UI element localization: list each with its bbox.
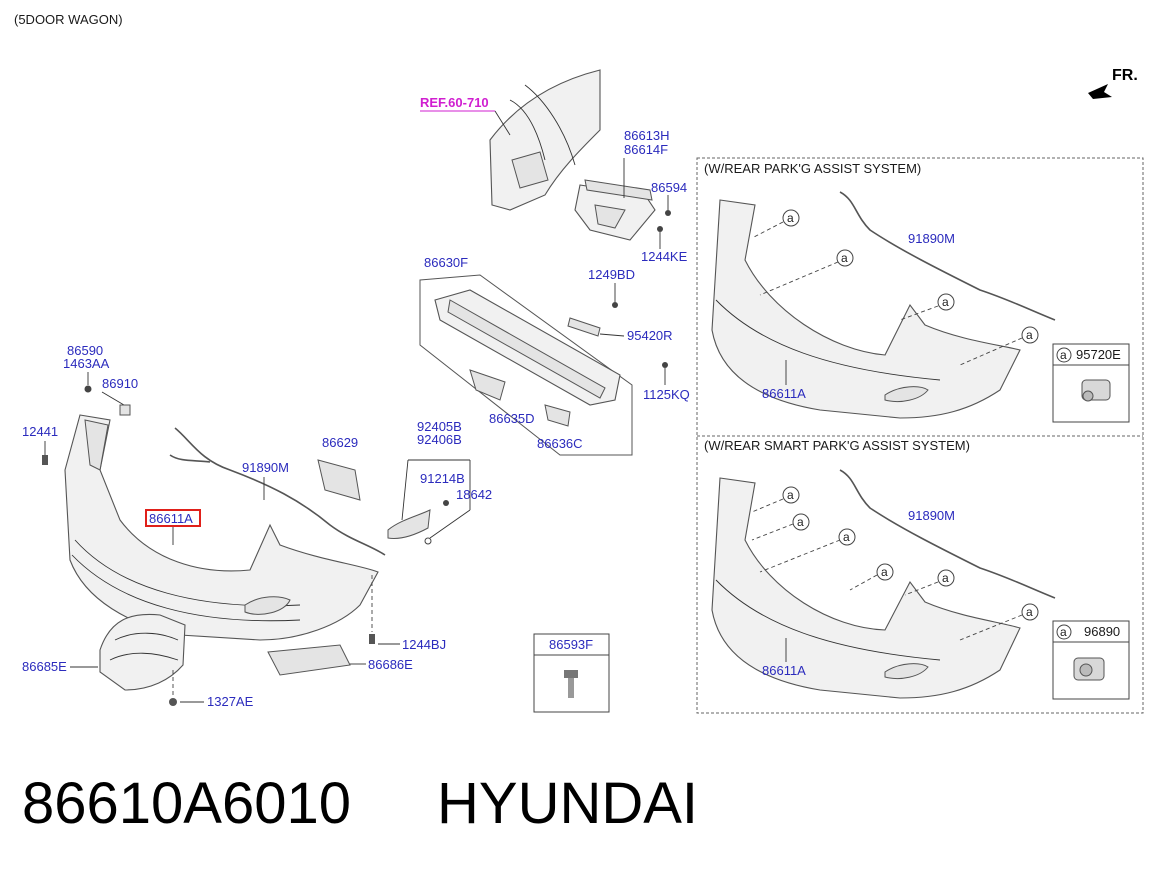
bumper-side-bracket	[574, 179, 656, 241]
label-1244BJ: 1244BJ	[402, 637, 446, 652]
label-92406B: 92406B	[417, 432, 462, 447]
parking-sensor-icon	[1081, 379, 1111, 402]
label-86611A-highlight: 86611A	[149, 511, 193, 526]
harness-wire	[174, 427, 386, 556]
label-1327AE: 1327AE	[207, 694, 254, 709]
panel-bottom-bumper	[711, 477, 1021, 699]
label-1125KQ: 1125KQ	[643, 387, 690, 402]
body-panel-reference	[489, 69, 601, 211]
label-86590: 86590	[67, 343, 103, 358]
front-direction-label: FR.	[1112, 67, 1138, 84]
label-1244KE: 1244KE	[641, 249, 688, 264]
label-86636C: 86636C	[537, 436, 583, 451]
panel-bottom-bumper-label: 86611A	[762, 663, 806, 678]
panel-top-callout-1: a	[787, 211, 794, 225]
label-86685E: 86685E	[22, 659, 67, 674]
panel-top-title: (W/REAR PARK'G ASSIST SYSTEM)	[704, 161, 921, 176]
panel-bottom-callout-5: a	[942, 571, 949, 585]
panel-top-callout-4: a	[1026, 328, 1033, 342]
label-86686E: 86686E	[368, 657, 413, 672]
label-91214B: 91214B	[420, 471, 465, 486]
footer-part-number: 86610A6010	[22, 771, 351, 836]
label-1463AA: 1463AA	[63, 356, 110, 371]
smart-parking-sensor-icon	[1073, 657, 1105, 681]
label-18642: 18642	[456, 487, 492, 502]
variant-frame	[696, 157, 1144, 714]
panel-top-callout-3: a	[942, 295, 949, 309]
ref-label: REF.60-710	[420, 95, 489, 110]
label-92405B: 92405B	[417, 419, 462, 434]
bracket-86629	[317, 459, 361, 501]
panel-top-wire-label: 91890M	[908, 231, 955, 246]
label-12441: 12441	[22, 424, 58, 439]
panel-bottom-callout-2: a	[797, 515, 804, 529]
panel-bottom-sensor-part: 96890	[1084, 624, 1120, 639]
panel-top-bumper	[711, 199, 1021, 419]
reflector-lamp	[387, 509, 431, 539]
undercover-86686E	[267, 644, 351, 676]
panel-bottom-callout-3: a	[843, 530, 850, 544]
label-91890M: 91890M	[242, 460, 289, 475]
front-direction-arrow-icon	[1088, 84, 1112, 99]
label-86614F: 86614F	[624, 142, 668, 157]
label-95420R: 95420R	[627, 328, 673, 343]
panel-top-bumper-label: 86611A	[762, 386, 806, 401]
panel-bottom-sensor-callout: a	[1060, 625, 1067, 639]
footer-brand: HYUNDAI	[437, 771, 698, 836]
label-86593F: 86593F	[549, 637, 593, 652]
label-86613H: 86613H	[624, 128, 670, 143]
header-note: (5DOOR WAGON)	[14, 12, 123, 27]
panel-bottom-wire-label: 91890M	[908, 508, 955, 523]
label-86635D: 86635D	[489, 411, 535, 426]
panel-bottom-callouts	[782, 486, 1039, 621]
impact-beam-assembly	[419, 274, 633, 456]
label-86630F: 86630F	[424, 255, 468, 270]
panel-top-callouts	[782, 209, 1039, 344]
panel-bottom-callout-6: a	[1026, 605, 1033, 619]
heat-shield-86685E	[99, 613, 186, 691]
panel-bottom-callout-1: a	[787, 488, 794, 502]
panel-top-sensor-part: 95720E	[1076, 347, 1121, 362]
highlight-box	[145, 509, 201, 527]
label-1249BD: 1249BD	[588, 267, 635, 282]
label-86594: 86594	[651, 180, 687, 195]
label-86910: 86910	[102, 376, 138, 391]
panel-bottom-title: (W/REAR SMART PARK'G ASSIST SYSTEM)	[704, 438, 970, 453]
panel-top-callout-2: a	[841, 251, 848, 265]
clip-86593F-icon	[564, 670, 578, 698]
label-86629: 86629	[322, 435, 358, 450]
panel-top-sensor-callout: a	[1060, 348, 1067, 362]
panel-bottom-callout-4: a	[881, 565, 888, 579]
rear-bumper-cover	[64, 414, 379, 641]
